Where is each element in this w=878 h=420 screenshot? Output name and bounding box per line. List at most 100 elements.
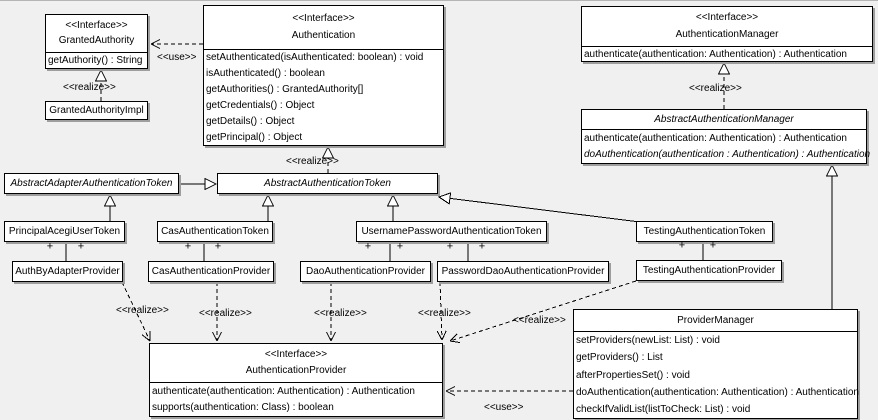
class-name: GrantedAuthority (46, 36, 147, 46)
association-plus-marker: + (47, 242, 53, 253)
class-cas-authentication-provider[interactable]: CasAuthenticationProvider (148, 261, 274, 282)
method: setAuthenticated(isAuthenticated: boolea… (204, 50, 443, 66)
class-authentication-manager[interactable]: <<Interface>> AuthenticationManager authen… (581, 6, 873, 62)
association-plus-marker: + (215, 242, 221, 253)
class-name: Authentication (204, 31, 443, 41)
method: getCredentials() : Object (204, 97, 443, 113)
open-arrowhead (151, 40, 160, 45)
class-name: UsernamePasswordAuthenticationToken (357, 227, 546, 237)
methods-compartment: authenticate(authentication: Authenticat… (582, 47, 872, 61)
class-principal-acegi-user-token[interactable]: PrincipalAcegiUserToken (4, 221, 125, 242)
edge-stereotype-label: <<use>> (157, 52, 196, 63)
class-authentication-provider[interactable]: <<Interface>> AuthenticationProvider authe… (149, 343, 443, 417)
stereotype-label: <<Interface>> (204, 14, 443, 24)
class-name: DaoAuthenticationProvider (301, 267, 430, 277)
method: authenticate(authentication: Authenticat… (582, 47, 872, 61)
class-name: CasAuthenticationProvider (149, 267, 273, 277)
stereotype-label: <<Interface>> (582, 13, 872, 23)
class-abstract-adapter-authentication-token[interactable]: AbstractAdapterAuthenticationToken (4, 173, 179, 194)
association-plus-marker: + (447, 242, 453, 253)
association-plus-marker: + (185, 242, 191, 253)
open-arrowhead (217, 332, 222, 341)
triangle-arrowhead (263, 195, 274, 206)
open-arrowhead (151, 44, 160, 49)
association-plus-marker: + (710, 241, 716, 252)
class-name: ProviderManager (574, 316, 857, 326)
class-name: AuthenticationManager (582, 30, 872, 40)
class-dao-authentication-provider[interactable]: DaoAuthenticationProvider (300, 261, 431, 282)
open-arrowhead (213, 332, 218, 341)
methods-compartment: authenticate(authentication: Authenticat… (150, 383, 442, 416)
methods-compartment: getAuthority() : String (46, 53, 147, 68)
edge-stereotype-label: <<realize>> (314, 308, 367, 319)
method: checkIfValidList(listToCheck: List) : vo… (574, 401, 857, 418)
edge-stereotype-label: <<realize>> (199, 308, 252, 319)
association-plus-marker: + (479, 242, 485, 253)
methods-compartment: authenticate(authentication: Authenticat… (582, 130, 866, 163)
open-arrowhead (327, 332, 332, 341)
edge-stereotype-label: <<realize>> (418, 308, 471, 319)
class-auth-by-adapter-provider[interactable]: AuthByAdapterProvider (12, 261, 123, 282)
open-arrowhead (331, 332, 336, 341)
triangle-arrowhead (719, 63, 730, 74)
class-name: TestingAuthenticationProvider (637, 266, 781, 276)
method: getAuthorities() : GrantedAuthority[] (204, 82, 443, 98)
open-arrowhead (446, 387, 455, 392)
triangle-arrowhead (205, 179, 216, 190)
class-name: CasAuthenticationToken (158, 227, 272, 237)
class-cas-authentication-token[interactable]: CasAuthenticationToken (157, 221, 273, 242)
stereotype-label: <<Interface>> (150, 350, 442, 360)
class-name: AbstractAuthenticationManager (582, 115, 866, 125)
association-plus-marker: + (679, 241, 685, 252)
triangle-arrowhead (439, 193, 451, 204)
edge-stereotype-label: <<use>> (484, 402, 523, 413)
class-granted-authority-impl[interactable]: GrantedAuthorityImpl (45, 101, 148, 120)
triangle-arrowhead (388, 195, 399, 206)
class-name: AbstractAuthenticationToken (218, 179, 437, 189)
triangle-arrowhead (827, 165, 838, 176)
edge-stereotype-label: <<realize>> (63, 82, 116, 93)
method: getDetails() : Object (204, 113, 443, 129)
association-plus-marker: + (365, 242, 371, 253)
open-arrowhead (446, 391, 455, 396)
method: afterPropertiesSet() : void (574, 366, 857, 383)
methods-compartment: setAuthenticated(isAuthenticated: boolea… (204, 50, 443, 145)
triangle-arrowhead (105, 195, 116, 206)
association-plus-marker: + (78, 242, 84, 253)
method: setProviders(newList: List) : void (574, 332, 857, 349)
class-password-dao-authentication-provider[interactable]: PasswordDaoAuthenticationProvider (437, 261, 609, 282)
method: getAuthority() : String (46, 53, 147, 68)
edge-stereotype-label: <<realize>> (116, 305, 169, 316)
class-name: AuthenticationProvider (150, 366, 442, 376)
edge-generalize-testing-to-abstractauthenticationtoken[interactable] (450, 198, 640, 222)
method: getPrincipal() : Object (204, 129, 443, 145)
method: getProviders() : List (574, 349, 857, 366)
edge-stereotype-label: <<realize>> (513, 315, 566, 326)
stereotype-label: <<Interface>> (46, 21, 147, 31)
class-name: AbstractAdapterAuthenticationToken (5, 179, 178, 189)
triangle-arrowhead (96, 70, 107, 81)
class-testing-authentication-provider[interactable]: TestingAuthenticationProvider (636, 260, 782, 281)
class-granted-authority[interactable]: <<Interface>> GrantedAuthority getAuthorit… (45, 14, 148, 69)
edge-stereotype-label: <<realize>> (286, 156, 339, 167)
class-name: PasswordDaoAuthenticationProvider (438, 267, 608, 277)
class-testing-authentication-token[interactable]: TestingAuthenticationToken (636, 221, 773, 242)
open-arrowhead (142, 335, 150, 341)
class-username-password-authentication-token[interactable]: UsernamePasswordAuthenticationToken (356, 221, 547, 242)
class-provider-manager[interactable]: ProviderManager setProviders(newList: Lis… (573, 309, 858, 419)
method: isAuthenticated() : boolean (204, 66, 443, 82)
class-authentication[interactable]: <<Interface>> Authentication setAuthentica… (203, 5, 444, 146)
method: doAuthentication(authentication : Authen… (582, 147, 866, 164)
class-abstract-authentication-token[interactable]: AbstractAuthenticationToken (217, 173, 438, 194)
class-abstract-authentication-manager[interactable]: AbstractAuthenticationManager authenticat… (581, 109, 867, 164)
class-name: TestingAuthenticationToken (637, 227, 772, 237)
class-name: GrantedAuthorityImpl (46, 106, 147, 116)
method: doAuthentication(authentication: Authent… (574, 384, 857, 401)
class-name: AuthByAdapterProvider (13, 267, 122, 277)
edge-stereotype-label: <<realize>> (689, 83, 742, 94)
method: authenticate(authentication: Authenticat… (582, 130, 866, 147)
association-plus-marker: + (397, 242, 403, 253)
open-arrowhead (442, 331, 446, 340)
